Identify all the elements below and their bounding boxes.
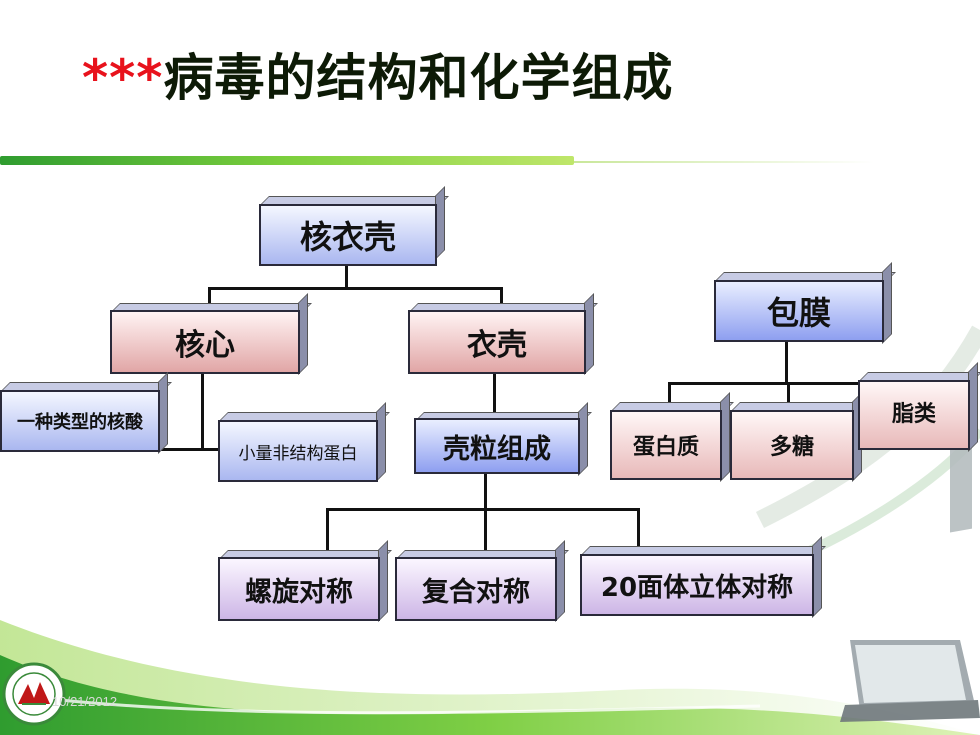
- title-text: 病毒的结构和化学组成: [163, 49, 674, 107]
- connector: [484, 508, 487, 550]
- node-protein: 蛋白质: [610, 410, 722, 480]
- node-capsid: 衣壳: [408, 310, 586, 374]
- connector: [326, 508, 640, 511]
- connector: [158, 448, 220, 451]
- title-stars: ***: [82, 49, 164, 107]
- connector: [668, 382, 928, 385]
- connector: [345, 266, 348, 288]
- node-lipid: 脂类: [858, 380, 970, 450]
- connector: [500, 287, 503, 305]
- connector: [201, 372, 204, 450]
- slide-date: 10/21/2012: [52, 694, 118, 709]
- node-complex-symmetry: 复合对称: [395, 557, 557, 621]
- connector: [785, 342, 788, 384]
- node-capsomere: 壳粒组成: [414, 418, 580, 474]
- node-nucleocapsid: 核衣壳: [259, 204, 437, 266]
- node-core: 核心: [110, 310, 300, 374]
- node-nonstructural-protein: 小量非结构蛋白: [218, 420, 378, 482]
- slide-title: ***病毒的结构和化学组成: [82, 38, 673, 110]
- connector: [208, 287, 503, 290]
- connector: [493, 372, 496, 412]
- university-logo: [2, 662, 66, 726]
- connector: [787, 382, 790, 404]
- node-icosahedral-symmetry: 20面体立体对称: [580, 554, 814, 616]
- node-envelope: 包膜: [714, 280, 884, 342]
- title-underline-fade: [574, 161, 874, 163]
- connector: [668, 382, 671, 404]
- title-underline-bar: [0, 156, 574, 165]
- connector: [326, 508, 329, 550]
- node-polysaccharide: 多糖: [730, 410, 854, 480]
- connector: [484, 472, 487, 510]
- connector: [637, 508, 640, 546]
- node-nucleic-acid: 一种类型的核酸: [0, 390, 160, 452]
- connector: [208, 287, 211, 305]
- node-helical-symmetry: 螺旋对称: [218, 557, 380, 621]
